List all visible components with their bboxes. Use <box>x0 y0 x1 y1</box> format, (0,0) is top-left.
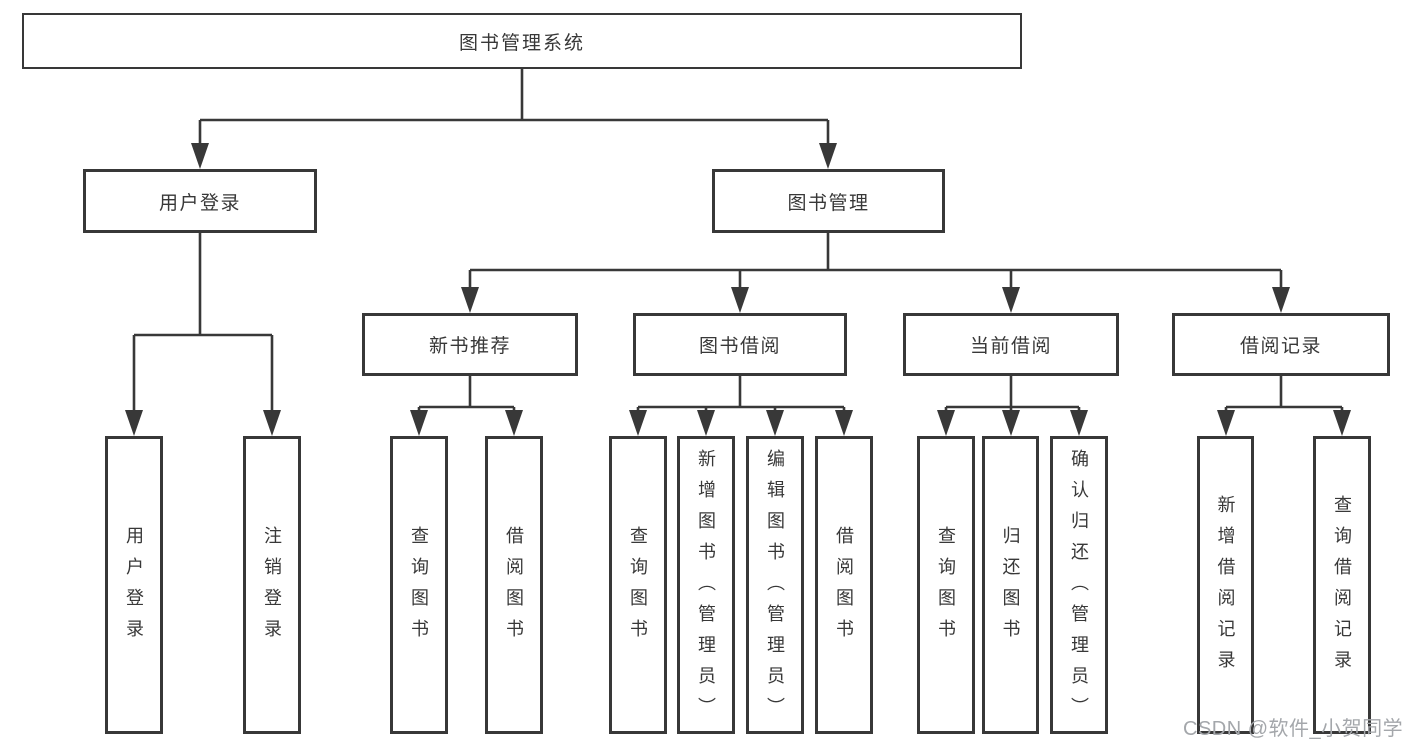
csdn-watermark: CSDN @软件_小贺同学 <box>1183 718 1404 740</box>
leaf-query-borrow-record: 查询借阅记录 <box>1313 436 1371 734</box>
leaf-add-borrow-record: 新增借阅记录 <box>1197 436 1254 734</box>
node-book-management: 图书管理 <box>712 169 945 233</box>
leaf-borrow-books-recommend: 借阅图书 <box>485 436 543 734</box>
leaf-user-login: 用户登录 <box>105 436 163 734</box>
leaf-add-books-admin: 新增图书（管理员） <box>677 436 735 734</box>
leaf-confirm-return-admin: 确认归还（管理员） <box>1050 436 1108 734</box>
leaf-query-books-recommend: 查询图书 <box>390 436 448 734</box>
arrowheads <box>125 143 1351 436</box>
leaf-query-books-borrow: 查询图书 <box>609 436 667 734</box>
leaf-edit-books-admin: 编辑图书（管理员） <box>746 436 804 734</box>
leaf-query-books-current: 查询图书 <box>917 436 975 734</box>
node-book-borrow: 图书借阅 <box>633 313 847 376</box>
leaf-return-books: 归还图书 <box>982 436 1039 734</box>
leaf-logout: 注销登录 <box>243 436 301 734</box>
node-new-book-recommend: 新书推荐 <box>362 313 578 376</box>
leaf-borrow-books: 借阅图书 <box>815 436 873 734</box>
node-current-borrow: 当前借阅 <box>903 313 1119 376</box>
node-library-management-system: 图书管理系统 <box>22 13 1022 69</box>
node-user-login: 用户登录 <box>83 169 317 233</box>
node-borrow-records: 借阅记录 <box>1172 313 1390 376</box>
